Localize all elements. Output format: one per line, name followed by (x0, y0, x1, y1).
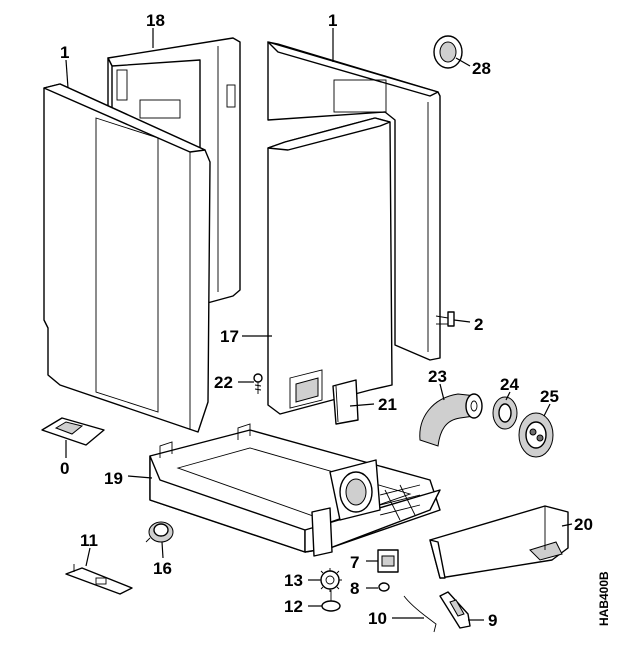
part-21-cover (332, 379, 359, 425)
part-22-screw (253, 373, 263, 394)
label-18: 18 (146, 11, 165, 30)
label-10: 10 (368, 609, 387, 628)
label-1-rear: 1 (328, 11, 337, 30)
part-23-hose (419, 393, 483, 447)
part-9-latch (439, 591, 471, 629)
part-8-nut (378, 582, 390, 592)
label-22: 22 (214, 373, 233, 392)
part-19-base (149, 423, 441, 557)
part-1-rear-cabinet (267, 41, 441, 361)
label-13: 13 (284, 571, 303, 590)
label-17: 17 (220, 327, 239, 346)
label-0: 0 (60, 459, 69, 478)
label-28: 28 (472, 59, 491, 78)
label-20: 20 (574, 515, 593, 534)
part-10-spring (403, 595, 437, 633)
part-20-trough (429, 505, 569, 579)
part-0-manual (41, 417, 105, 446)
label-24: 24 (500, 375, 519, 394)
part-17-side-panel (267, 117, 393, 415)
part-16-foot (145, 521, 174, 543)
label-25: 25 (540, 387, 559, 406)
label-1-front: 1 (60, 43, 69, 62)
part-2-clip (435, 311, 455, 327)
part-11-bracket (65, 564, 133, 595)
label-19: 19 (104, 469, 123, 488)
part-24-ring (492, 396, 518, 430)
label-23: 23 (428, 367, 447, 386)
leader-lines (65, 28, 573, 621)
label-21: 21 (378, 395, 397, 414)
label-9: 9 (488, 611, 497, 630)
part-1-front-panel (43, 83, 211, 433)
part-13-washer (318, 568, 342, 592)
part-7-connector (377, 549, 399, 573)
label-8: 8 (350, 579, 359, 598)
part-28-ring (433, 35, 463, 69)
part-25-cap (518, 412, 554, 458)
label-11: 11 (80, 531, 98, 550)
label-7: 7 (350, 553, 359, 572)
part-12-foot-screw (321, 590, 341, 612)
drawing-code: HAB400B (597, 571, 611, 626)
label-12: 12 (284, 597, 303, 616)
label-2: 2 (474, 315, 483, 334)
part-number-labels: 1 18 1 28 2 17 22 21 0 19 23 24 25 20 11… (60, 11, 593, 630)
label-16: 16 (153, 559, 172, 578)
